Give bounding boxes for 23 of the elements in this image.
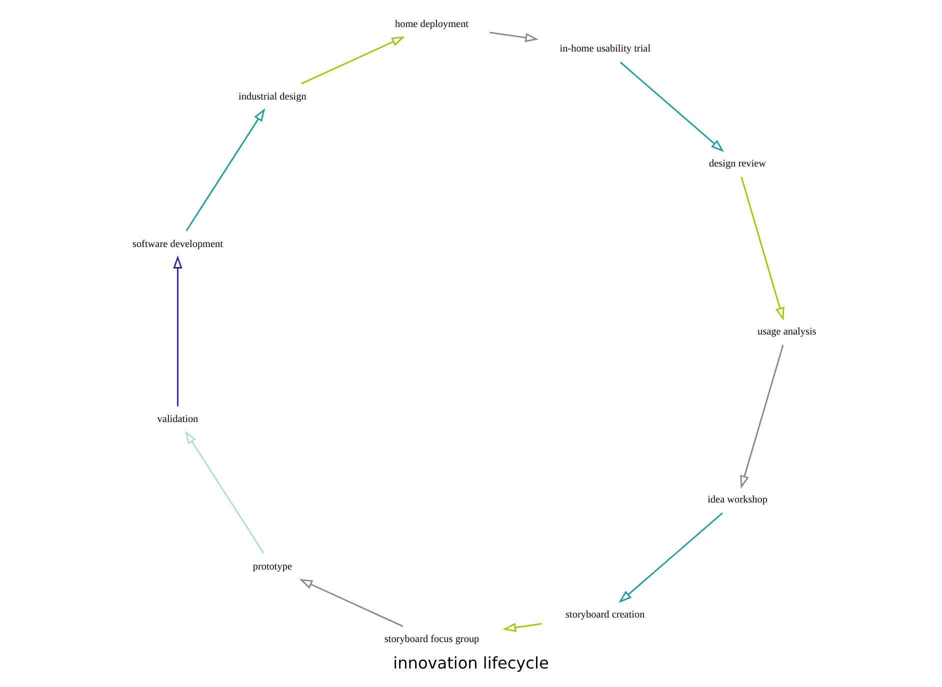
node-text: software development	[132, 238, 224, 250]
node-text: in-home usability trial	[560, 44, 651, 55]
node-text: prototype	[252, 561, 292, 572]
arrow	[740, 344, 784, 489]
arrow	[299, 579, 404, 627]
arrow	[185, 430, 264, 554]
arrow	[620, 62, 724, 152]
node-text: storyboard creation	[566, 609, 645, 620]
arrow	[740, 176, 784, 321]
arrow	[173, 255, 182, 406]
node-text: storyboard focus group	[384, 634, 480, 646]
arrow	[301, 36, 405, 84]
arrow	[489, 32, 538, 42]
arrow	[618, 512, 723, 603]
arrow	[186, 108, 266, 232]
diagram-title: innovation lifecycle	[393, 653, 549, 672]
node-text: home deployment	[395, 18, 469, 30]
node-text: validation	[157, 414, 198, 426]
node-text: idea workshop	[708, 494, 768, 506]
node-text: industrial design	[238, 92, 306, 103]
arrow	[502, 622, 542, 632]
node-text: usage analysis	[758, 326, 816, 338]
node-text: design review	[709, 158, 766, 170]
